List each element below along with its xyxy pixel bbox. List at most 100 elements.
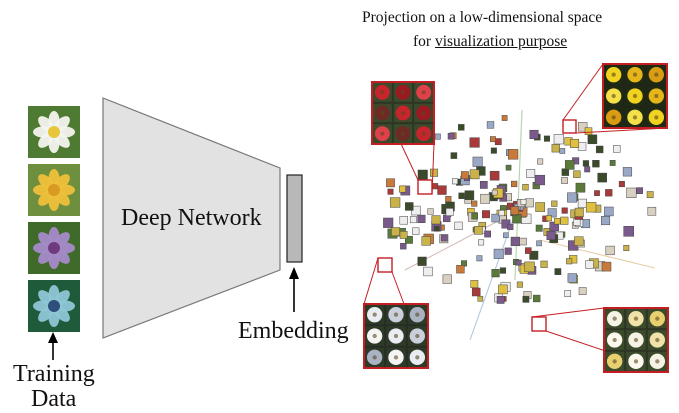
scatter-thumbnail [491,189,498,196]
scatter-thumbnail [470,280,479,288]
scatter-thumbnail [573,170,581,178]
scatter-thumbnail [592,160,600,168]
scatter-thumbnail [400,243,407,250]
scatter-thumbnail [412,227,420,235]
scatter-thumbnail [526,169,536,178]
blue-passion-flower-icon [28,280,80,332]
white-cosmos-flower-icon [28,106,80,158]
training-label-line2: Data [31,386,77,412]
scatter-thumbnail [417,214,426,223]
scatter-thumbnail [577,142,587,151]
scatter-thumbnail [537,158,544,165]
zoom-highlight-box [377,257,393,273]
scatter-thumbnail [434,133,441,140]
scatter-thumbnail [597,172,607,183]
zoom-highlight-box [562,119,577,134]
scatter-thumbnail [605,189,613,197]
scatter-thumbnail [623,245,630,251]
scatter-thumbnail [605,245,615,256]
zoom-highlight-box [531,316,547,332]
scatter-thumbnail [479,181,488,189]
scatter-thumbnail [496,296,505,304]
scatter-thumbnail [584,166,591,173]
scatter-thumbnail [471,287,481,297]
scatter-thumbnail [504,247,512,255]
scatter-thumbnail [447,132,455,140]
purple-passion-flower-icon [28,222,80,274]
scatter-thumbnail [505,164,512,171]
scatter-thumbnail [613,145,621,153]
scatter-thumbnail [529,129,539,139]
scatter-thumbnail [421,236,431,246]
scatter-thumbnail [405,202,414,211]
projection-title-line2: for visualization purpose [413,33,567,51]
scatter-thumbnail [546,230,556,240]
scatter-thumbnail [423,266,433,277]
scatter-thumbnail [503,232,509,239]
scatter-thumbnail [575,182,586,193]
scatter-thumbnail [490,136,496,143]
projection-title-line1: Projection on a low-dimensional space [362,9,603,26]
scatter-thumbnail [469,169,480,180]
scatter-thumbnail [510,236,520,247]
scatter-thumbnail [585,260,594,269]
scatter-thumbnail [476,255,483,262]
scatter-thumbnail [535,224,543,232]
yellow-canna-flower-icon [28,164,80,216]
scatter-thumbnail [561,177,568,184]
scatter-thumbnail [578,122,588,132]
scatter-thumbnail [577,198,587,208]
scatter-thumbnail [507,223,514,230]
training-label-line1: Training [13,361,95,387]
scatter-thumbnail [609,160,616,166]
scatter-thumbnail [561,168,570,176]
scatter-thumbnail [516,281,523,288]
scatter-thumbnail [554,218,561,225]
scatter-thumbnail [498,284,508,295]
scatter-thumbnail [559,148,566,154]
scatter-thumbnail [574,207,584,217]
scatter-thumbnail [587,134,598,145]
embedding-vector [286,174,303,263]
scatter-thumbnail [471,212,478,220]
scatter-thumbnail [452,178,458,185]
scatter-thumbnail [554,268,562,275]
scatter-thumbnail [499,267,507,274]
scatter-thumbnail [564,160,575,170]
scatter-thumbnail [471,200,478,207]
projection-title-underlined: visualization purpose [434,33,568,50]
scatter-thumbnail [490,147,497,154]
scatter-thumbnail [454,221,463,230]
scatter-thumbnail [507,149,519,160]
scatter-thumbnail [383,217,394,228]
scatter-thumbnail [445,208,454,216]
embedding-arrow-head [289,267,299,279]
embedding-label: Embedding [238,318,349,344]
embedding-scatter-plot [383,115,657,304]
scatter-thumbnail [417,256,427,266]
scatter-thumbnail [520,199,527,205]
scatter-thumbnail [594,190,600,196]
scatter-thumbnail [584,127,593,135]
scatter-thumbnail [437,185,447,195]
scatter-thumbnail [458,192,465,199]
scatter-thumbnail [389,197,401,208]
scatter-thumbnail [501,115,508,121]
scatter-thumbnail [474,226,483,235]
scatter-thumbnail [582,160,590,167]
scatter-thumbnail [387,188,394,195]
scatter-thumbnail [434,225,440,232]
scatter-thumbnail [545,215,552,222]
scatter-thumbnail [494,138,502,146]
scatter-thumbnail [574,236,584,246]
scatter-thumbnail [430,168,439,177]
scatter-thumbnail [431,215,441,225]
scatter-thumbnail [566,258,573,265]
scatter-thumbnail [533,294,541,303]
scatter-thumbnail [399,185,406,193]
scatter-thumbnail [601,261,612,272]
scatter-thumbnail [515,259,522,266]
scatter-thumbnail [601,216,611,226]
scatter-thumbnail [478,239,485,246]
